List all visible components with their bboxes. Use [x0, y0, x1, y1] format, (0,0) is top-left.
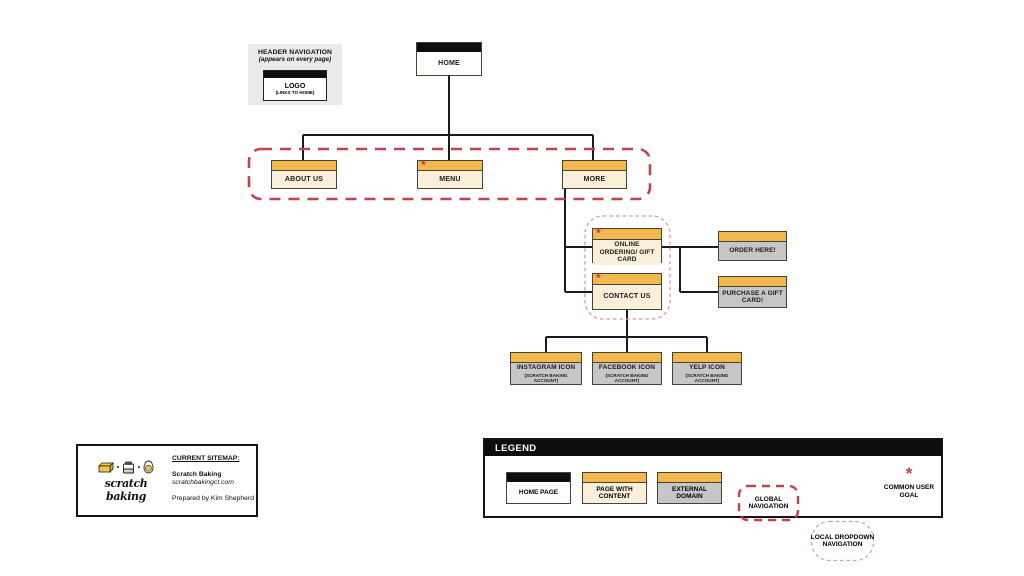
home-page-bar: [264, 71, 326, 78]
site-url: scratchbakingct.com: [172, 479, 234, 486]
legend-label: EXTERNAL DOMAIN: [658, 483, 721, 503]
node-yelp: YELP ICON (SCRATCH BAKING ACCOUNT): [672, 352, 742, 385]
legend-item-common-user-goal: * COMMON USER GOAL: [883, 464, 935, 499]
legend-label: HOME PAGE: [518, 488, 559, 496]
node-label: MENU: [418, 171, 482, 188]
node-about-us: ABOUT US: [271, 160, 337, 189]
egg-icon: [143, 460, 154, 474]
site-name: Scratch Baking: [172, 471, 222, 478]
logo-sub-label: (LINKS TO HOME): [275, 90, 315, 95]
legend-item-home-page: HOME PAGE: [506, 472, 571, 504]
node-label: ABOUT US: [272, 171, 336, 188]
current-sitemap-heading: CURRENT SITEMAP:: [172, 455, 240, 462]
logo-label: LOGO: [284, 83, 306, 90]
node-more: MORE: [562, 160, 627, 189]
legend-label: PAGE WITH CONTENT: [583, 483, 646, 503]
external-domain-header: [593, 353, 661, 363]
external-domain-header: [719, 277, 786, 287]
global-navigation-sample-outline: [737, 484, 800, 522]
common-user-goal-icon: *: [596, 226, 601, 240]
content-page-header: [583, 473, 646, 483]
common-user-goal-icon: *: [421, 158, 426, 172]
node-home: HOME: [416, 42, 482, 76]
local-dropdown-sample-outline: [810, 520, 875, 562]
node-label: ORDER HERE!: [719, 242, 786, 260]
legend-title: LEGEND: [485, 440, 941, 456]
node-sub-label: (SCRATCH BAKING ACCOUNT): [524, 372, 568, 383]
common-user-goal-icon: *: [596, 271, 601, 285]
content-page-header: [563, 161, 626, 171]
external-domain-header: [658, 473, 721, 483]
node-label: HOME: [438, 59, 460, 67]
sitemap-info-card: scratch baking CURRENT SITEMAP: Scratch …: [76, 444, 258, 517]
legend-item-local-dropdown-navigation: LOCAL DROPDOWN NAVIGATION: [810, 520, 875, 562]
external-domain-header: [511, 353, 581, 363]
external-domain-header: [673, 353, 741, 363]
node-purchase-gift-card: PURCHASE A GIFT CARD!: [718, 276, 787, 308]
common-user-goal-icon: *: [905, 464, 913, 483]
note-title: HEADER NAVIGATION: [258, 49, 332, 56]
logo-wordmark: scratch baking: [104, 477, 148, 503]
node-label: INSTAGRAM ICON: [516, 364, 576, 371]
content-page-header: *: [593, 271, 661, 285]
content-page-header: [272, 161, 336, 171]
node-order-here: ORDER HERE!: [718, 231, 787, 261]
prepared-by: Prepared by Kim Shepherd: [172, 495, 254, 502]
node-sub-label: (SCRATCH BAKING ACCOUNT): [605, 372, 649, 383]
legend-item-external-domain: EXTERNAL DOMAIN: [657, 472, 722, 504]
legend-label: LOCAL DROPDOWN NAVIGATION: [810, 533, 875, 549]
flour-bag-icon: [123, 461, 134, 473]
node-sub-label: (SCRATCH BAKING ACCOUNT): [685, 372, 729, 383]
butter-icon: [98, 461, 114, 473]
node-label: YELP ICON: [689, 364, 725, 371]
content-page-header: *: [418, 158, 482, 172]
node-online-ordering-gift-card: * ONLINE ORDERING/ GIFT CARD: [592, 226, 662, 265]
note-subtitle: (appears on every page): [258, 56, 332, 63]
home-page-bar: [507, 473, 570, 482]
node-menu: * MENU: [417, 158, 483, 189]
node-label: ONLINE ORDERING/ GIFT CARD: [593, 240, 661, 265]
node-instagram: INSTAGRAM ICON (SCRATCH BAKING ACCOUNT): [510, 352, 582, 385]
node-label: FACEBOOK ICON: [598, 364, 656, 371]
header-navigation-note: HEADER NAVIGATION (appears on every page…: [248, 44, 342, 105]
home-page-bar: [417, 43, 481, 52]
node-label: PURCHASE A GIFT CARD!: [719, 287, 786, 307]
node-facebook: FACEBOOK ICON (SCRATCH BAKING ACCOUNT): [592, 352, 662, 385]
node-label: CONTACT US: [593, 285, 661, 309]
legend: LEGEND HOME PAGE PAGE WITH CONTENT EXTER…: [483, 438, 943, 562]
dot-icon: [117, 466, 119, 468]
global-navigation-outline: [247, 147, 652, 201]
local-dropdown-outline: [584, 215, 671, 320]
legend-label: COMMON USER GOAL: [883, 484, 935, 499]
external-domain-header: [719, 232, 786, 242]
content-page-header: *: [593, 226, 661, 240]
legend-label: GLOBAL NAVIGATION: [748, 495, 789, 511]
scratch-baking-logo: scratch baking: [84, 459, 168, 503]
legend-item-page-with-content: PAGE WITH CONTENT: [582, 472, 647, 504]
legend-item-global-navigation: GLOBAL NAVIGATION: [737, 484, 800, 522]
node-label: MORE: [563, 171, 626, 188]
logo-node: LOGO (LINKS TO HOME): [263, 70, 327, 101]
dot-icon: [138, 466, 140, 468]
node-contact-us: * CONTACT US: [592, 271, 662, 310]
